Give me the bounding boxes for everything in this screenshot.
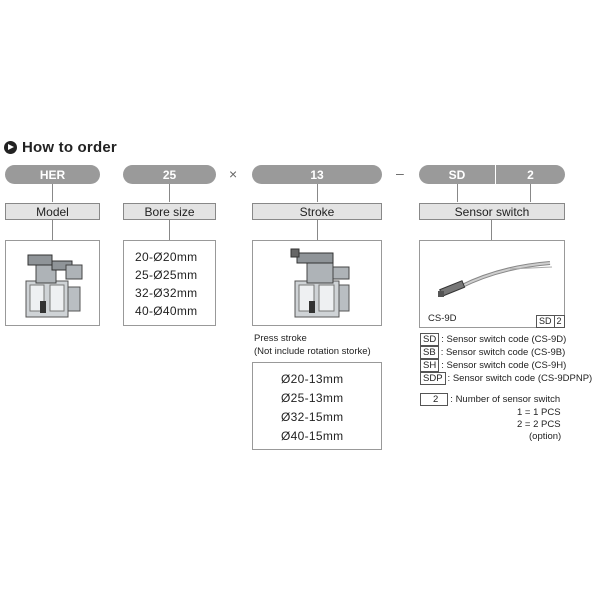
section-title: How to order <box>4 137 117 157</box>
stroke-item: Ø20-13mm <box>281 372 344 386</box>
sensor-number-desc: : Number of sensor switch <box>450 394 561 405</box>
play-circle-icon <box>4 140 17 154</box>
connector-line <box>169 220 170 240</box>
bore-code-pill: 25 <box>123 165 216 184</box>
sensor-code-desc: : Sensor switch code (CS-9DPNP) <box>447 373 593 384</box>
bore-size-list: 20-Ø20mm 25-Ø25mm 32-Ø32mm 40-Ø40mm <box>123 240 216 326</box>
sensor-code-row: SD : Sensor switch code (CS-9D) <box>420 333 592 346</box>
sensor-code-tag: SD <box>420 333 440 346</box>
cylinder-illustration <box>290 248 350 318</box>
stroke-item: Ø32-15mm <box>281 410 344 424</box>
sensor-code-legend: SD : Sensor switch code (CS-9D) SB : Sen… <box>420 333 592 385</box>
sensor-code-pill: SD 2 <box>419 165 565 184</box>
connector-line <box>530 184 531 202</box>
stroke-item: Ø25-13mm <box>281 391 344 405</box>
sensor-code-desc: : Sensor switch code (CS-9H) <box>441 360 567 371</box>
sensor-caption: CS-9D <box>428 313 457 324</box>
stroke-note-line1: Press stroke <box>254 333 307 344</box>
bore-size-item: 40-Ø40mm <box>135 304 198 318</box>
times-separator: × <box>229 166 238 182</box>
sensor-code-tag: SDP <box>420 372 446 385</box>
sensor-code-desc: : Sensor switch code (CS-9D) <box>441 334 567 345</box>
connector-line <box>169 184 170 202</box>
sensor-code-tag: SB <box>420 346 439 359</box>
title-text: How to order <box>22 138 117 156</box>
sensor-code-row: SB : Sensor switch code (CS-9B) <box>420 346 592 359</box>
sensor-number-legend: 2 : Number of sensor switch <box>420 393 560 406</box>
bore-label: Bore size <box>123 203 216 220</box>
sensor-number-option: (option) <box>529 431 562 442</box>
stroke-note-line2: (Not include rotation storke) <box>254 346 371 357</box>
dash-separator: – <box>396 165 404 181</box>
stroke-list: Ø20-13mm Ø25-13mm Ø32-15mm Ø40-15mm <box>252 362 382 450</box>
sensor-number-row: 2 : Number of sensor switch <box>420 393 560 406</box>
sensor-code: SD <box>448 167 466 182</box>
bore-size-item: 25-Ø25mm <box>135 268 198 282</box>
sensor-switch-illustration <box>438 261 553 297</box>
model-image-box <box>5 240 100 326</box>
connector-line <box>491 220 492 240</box>
model-label: Model <box>5 203 100 220</box>
sensor-code-tag: SH <box>420 359 440 372</box>
sensor-code-row: SH : Sensor switch code (CS-9H) <box>420 359 592 372</box>
sensor-qty-code: 2 <box>527 167 534 182</box>
connector-line <box>317 184 318 202</box>
connector-line <box>457 184 458 202</box>
pill-divider <box>495 165 496 184</box>
sensor-image-box: CS-9D SD 2 <box>419 240 565 328</box>
bore-size-item: 20-Ø20mm <box>135 250 198 264</box>
stroke-image-box <box>252 240 382 326</box>
sensor-number-option: 2 = 2 PCS <box>517 419 561 430</box>
stroke-label: Stroke <box>252 203 382 220</box>
stroke-code-pill: 13 <box>252 165 382 184</box>
pill-divider-ext <box>491 184 492 202</box>
connector-line <box>52 220 53 240</box>
connector-line <box>317 220 318 240</box>
stroke-item: Ø40-15mm <box>281 429 344 443</box>
sensor-code-row: SDP : Sensor switch code (CS-9DPNP) <box>420 372 592 385</box>
cylinder-illustration <box>25 254 83 318</box>
sensor-tag: SD 2 <box>536 315 565 328</box>
sensor-code-desc: : Sensor switch code (CS-9B) <box>440 347 566 358</box>
sensor-number-option: 1 = 1 PCS <box>517 407 561 418</box>
bore-size-item: 32-Ø32mm <box>135 286 198 300</box>
sensor-label: Sensor switch <box>419 203 565 220</box>
sensor-tag-code: SD <box>537 316 555 327</box>
model-code-pill: HER <box>5 165 100 184</box>
sensor-tag-qty: 2 <box>556 316 562 326</box>
connector-line <box>52 184 53 202</box>
sensor-number-tag: 2 <box>420 393 449 406</box>
